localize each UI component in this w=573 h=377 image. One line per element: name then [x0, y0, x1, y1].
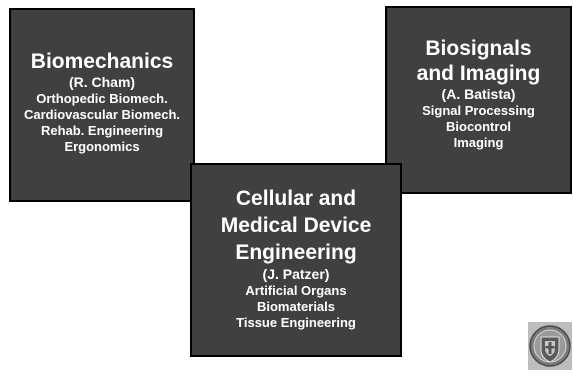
cellular-item: Tissue Engineering [236, 315, 356, 330]
biomechanics-item: Orthopedic Biomech. [36, 91, 168, 106]
cellular-lead: (J. Patzer) [262, 266, 330, 282]
biosignals-item: Imaging [453, 135, 504, 150]
biosignals-item: Biocontrol [446, 119, 511, 134]
cellular-title-line: Engineering [235, 241, 357, 264]
biosignals-item: Signal Processing [422, 103, 535, 118]
biomechanics-item: Ergonomics [64, 139, 140, 154]
cellular-item: Artificial Organs [245, 283, 347, 298]
biomechanics-item: Cardiovascular Biomech. [23, 107, 181, 122]
cellular-title-line: Cellular and [235, 187, 357, 210]
cellular-item: Biomaterials [256, 299, 336, 314]
biosignals-box: Biosignals and Imaging (A. Batista) Sign… [385, 6, 572, 194]
biomechanics-box: Biomechanics (R. Cham) Orthopedic Biomec… [9, 8, 195, 202]
biomechanics-title: Biomechanics [30, 50, 174, 73]
biomechanics-item: Rehab. Engineering [40, 123, 164, 138]
cellular-title-line: Medical Device [220, 214, 372, 237]
biosignals-title-line: and Imaging [416, 62, 541, 85]
university-seal-icon [528, 322, 572, 370]
biosignals-title-line: Biosignals [425, 37, 532, 60]
biosignals-lead: (A. Batista) [441, 86, 516, 102]
biomechanics-lead: (R. Cham) [68, 74, 136, 90]
cellular-box: Cellular and Medical Device Engineering … [190, 163, 402, 357]
